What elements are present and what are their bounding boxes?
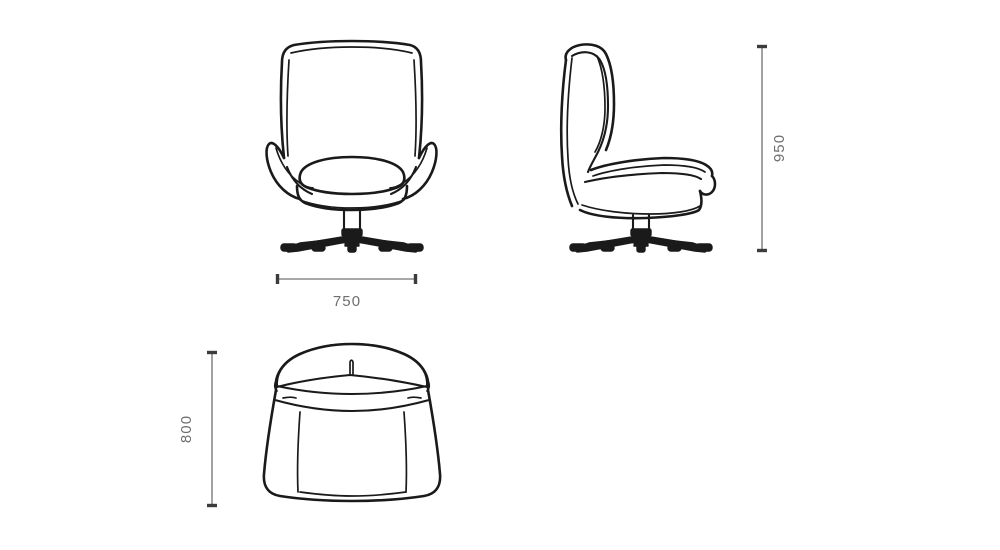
side-back-outline (564, 43, 616, 152)
front-base-glide-center (347, 242, 357, 253)
side-base-glide-left-inner (600, 244, 615, 252)
dimension-depth-label: 800 (178, 415, 195, 443)
side-back-rear-seam (566, 57, 579, 205)
front-base-glide-left-outer (280, 243, 298, 252)
top-left-crease (296, 411, 301, 493)
front-backrest-top-seam (290, 46, 413, 54)
front-base-column (342, 207, 362, 234)
dimension-height-label: 950 (771, 134, 788, 162)
side-base-collar (630, 228, 652, 237)
front-seat-underside (299, 199, 405, 209)
top-right-shoulder-notch (426, 379, 431, 392)
top-bottom-inner-edge (299, 491, 407, 497)
top-seat-seam (273, 398, 431, 413)
front-right-armrest (401, 141, 438, 201)
side-base-glide-center (636, 242, 646, 253)
front-base-glide-left-inner (311, 244, 326, 252)
front-left-armrest-lower (285, 165, 314, 196)
front-base-glide-right-inner (378, 244, 393, 252)
side-view-chair (559, 43, 717, 253)
top-rim-lower-edge (275, 384, 429, 396)
side-seat-front (578, 189, 703, 220)
top-shell-outline (262, 342, 442, 503)
dimension-depth-800: 800 (178, 350, 217, 508)
front-backrest-outline (279, 39, 424, 160)
top-back-rim (275, 342, 429, 388)
side-back-wing-seam (594, 55, 606, 153)
side-armrest-top (589, 156, 714, 178)
front-seat-cushion-top (298, 155, 406, 196)
dimension-width-label: 750 (333, 293, 361, 310)
side-armrest-inner (592, 164, 706, 177)
front-left-armrest (265, 141, 302, 201)
side-seat-cushion-top (583, 171, 703, 184)
side-armrest-front-curl (698, 174, 717, 196)
front-base-glide-right-outer (406, 243, 424, 252)
top-view-chair (262, 342, 442, 503)
side-star-base (569, 235, 713, 253)
front-backrest-left-seam (286, 59, 290, 157)
side-seat-skirt (581, 204, 701, 215)
top-center-fold (275, 373, 429, 389)
side-base-glide-right-inner (667, 244, 682, 252)
side-base-glide-left-outer (569, 243, 587, 252)
dimension-height-950: 950 (757, 44, 788, 253)
top-left-shoulder-notch (273, 379, 278, 392)
front-right-armrest-lower (389, 165, 418, 196)
top-right-tab (407, 396, 422, 399)
side-base-glide-right-outer (695, 243, 713, 252)
top-right-crease (403, 411, 408, 493)
front-view-chair (265, 39, 438, 253)
top-left-tab (282, 396, 297, 399)
side-back-front-face (570, 51, 610, 174)
front-backrest-right-seam (413, 59, 417, 157)
top-center-spine (349, 359, 354, 376)
front-star-base (280, 235, 424, 253)
dimension-width-750: 750 (275, 274, 418, 310)
side-back-rear-contour (559, 58, 574, 208)
front-base-collar (341, 228, 363, 237)
